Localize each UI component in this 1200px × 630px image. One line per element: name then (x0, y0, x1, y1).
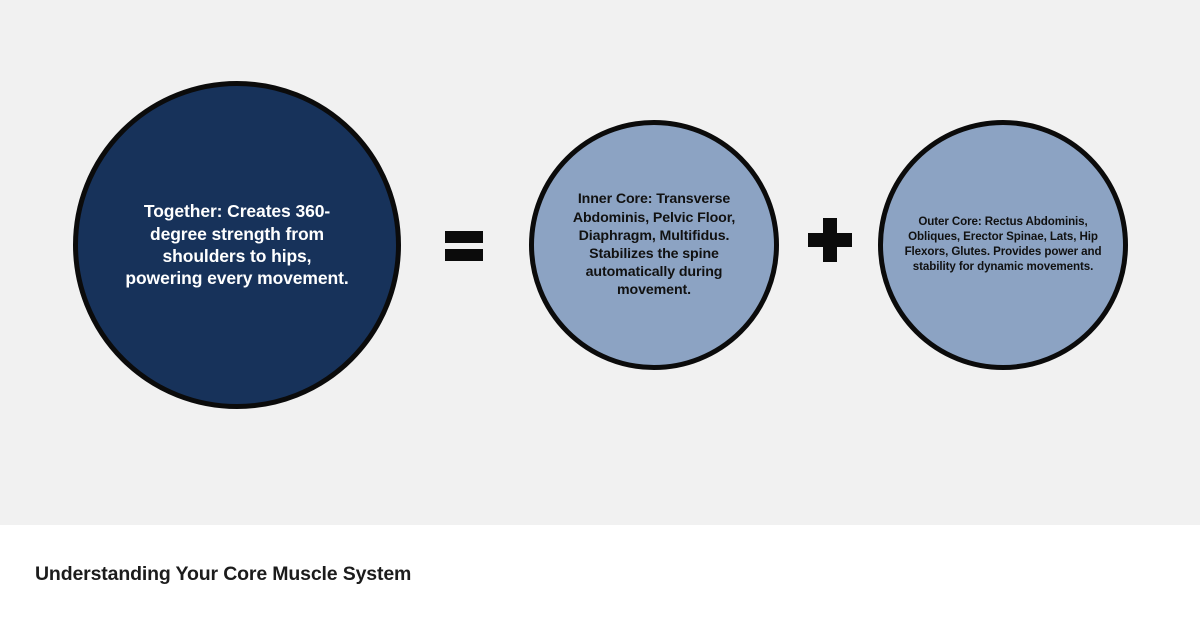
diagram-canvas: Together: Creates 360-degree strength fr… (0, 0, 1200, 525)
circle-outer-core-label: Outer Core: Rectus Abdominis, Obliques, … (904, 215, 1102, 273)
caption-bar: Understanding Your Core Muscle System (0, 525, 1200, 630)
plus-icon (800, 210, 860, 270)
circle-together-total[interactable]: Together: Creates 360-degree strength fr… (73, 81, 401, 409)
circle-together-label: Together: Creates 360-degree strength fr… (125, 201, 349, 289)
page-title: Understanding Your Core Muscle System (35, 563, 412, 585)
equals-icon (434, 215, 494, 275)
circle-inner-core[interactable]: Inner Core: Transverse Abdominis, Pelvic… (529, 120, 779, 370)
circle-outer-core[interactable]: Outer Core: Rectus Abdominis, Obliques, … (878, 120, 1128, 370)
circle-inner-core-label: Inner Core: Transverse Abdominis, Pelvic… (572, 191, 736, 299)
